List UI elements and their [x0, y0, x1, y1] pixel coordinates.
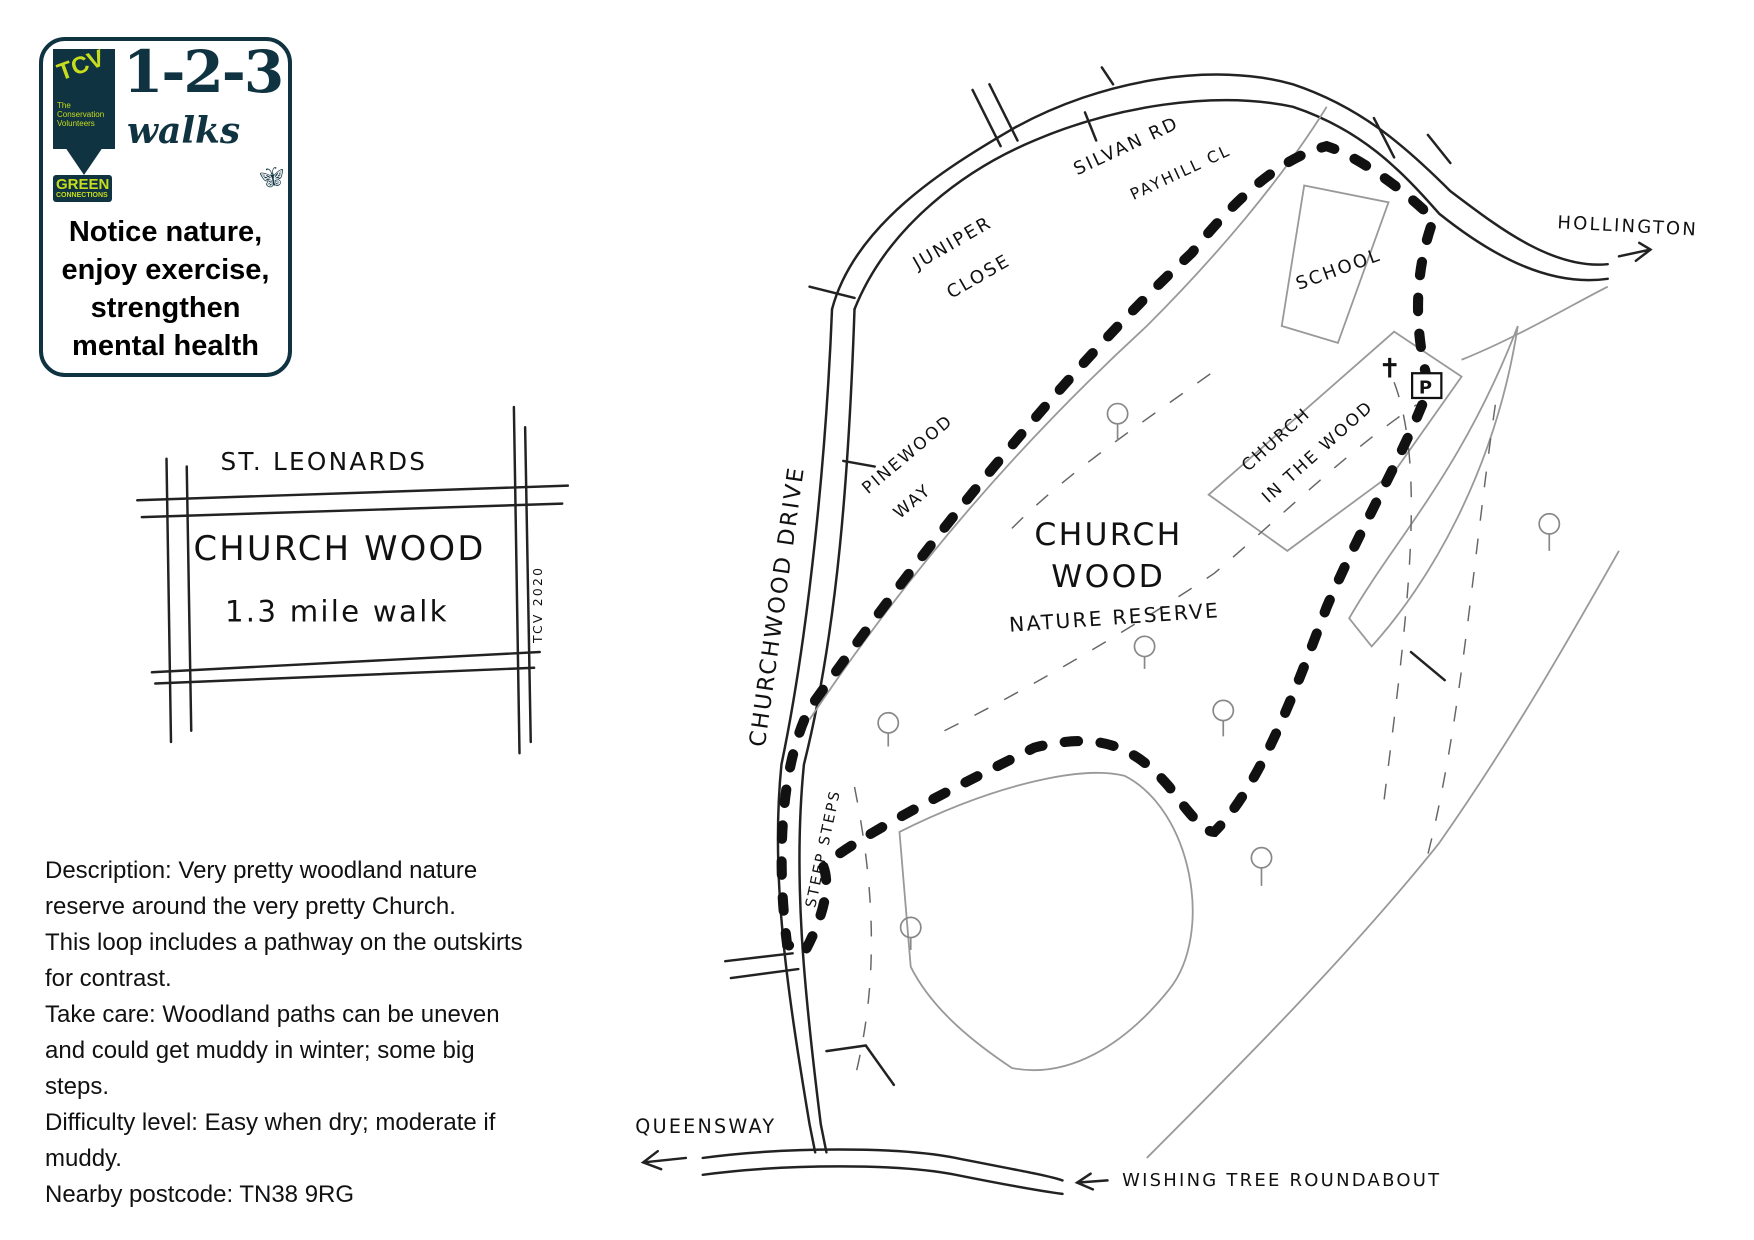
label-church-wood: WOOD: [1051, 559, 1165, 595]
walk-description: Description: Very pretty woodland nature…: [45, 853, 605, 1213]
tcv-brand-full: The Conservation Volunteers: [57, 101, 105, 128]
label-steep-steps: STEEP STEPS: [802, 788, 844, 909]
logo-numbers: 1-2-3: [123, 38, 284, 106]
description-line: This loop includes a pathway on the outs…: [45, 929, 523, 956]
label-juniper-close: CLOSE: [943, 250, 1014, 303]
description-line: for contrast.: [45, 965, 172, 992]
description-line: muddy.: [45, 1145, 122, 1172]
tcv-badge: TCV The Conservation Volunteers: [53, 45, 115, 149]
inset-distance-label: 1.3 mile walk: [225, 595, 449, 629]
description-line: reserve around the very pretty Church.: [45, 893, 456, 920]
label-school: SCHOOL: [1293, 244, 1384, 294]
inset-name-label: CHURCH WOOD: [193, 529, 485, 568]
parking-marker: [1410, 372, 1443, 400]
tagline-line: Notice nature,: [68, 216, 263, 248]
pin-icon: [65, 147, 103, 175]
label-church-wood: CHURCH: [1034, 517, 1182, 553]
description-line: Difficulty level: Easy when dry; moderat…: [45, 1109, 496, 1136]
tree-icon: [1212, 699, 1235, 722]
label-queensway: QUEENSWAY: [635, 1115, 776, 1138]
label-wishing-tree-roundabout: WISHING TREE ROUNDABOUT: [1122, 1170, 1441, 1191]
tree-icon: [1106, 402, 1129, 425]
inset-locator: ST. LEONARDS CHURCH WOOD 1.3 mile walk T…: [136, 405, 570, 755]
postcode: Nearby postcode: TN38 9RG: [45, 1181, 355, 1208]
label-churchwood-drive: CHURCHWOOD DRIVE: [745, 464, 810, 748]
tree-icon: [1250, 846, 1273, 869]
inset-credit: TCV 2020: [531, 566, 545, 644]
tagline-line: strengthen: [90, 292, 241, 324]
programme-name: GREEN: [56, 176, 110, 193]
tree-icon: [1133, 635, 1156, 658]
label-hollington: HOLLINGTON: [1557, 212, 1699, 240]
description-line: Take care: Woodland paths can be uneven: [45, 1001, 500, 1028]
label-pinewood-way: PINEWOOD: [858, 410, 957, 498]
church-cross-icon: ✝: [1378, 354, 1401, 384]
inset-area-label: ST. LEONARDS: [220, 447, 427, 476]
tree-icon: [877, 711, 900, 734]
tree-icons: [877, 402, 1561, 950]
parking-icon: P: [1419, 377, 1434, 398]
logo-walks: walks: [127, 110, 241, 152]
label-pinewood-way: WAY: [889, 479, 935, 522]
walk-route: [776, 140, 1440, 961]
tagline-line: mental health: [72, 330, 259, 362]
tree-icon: [899, 916, 922, 939]
label-nature-reserve: NATURE RESERVE: [1008, 598, 1220, 637]
butterfly-icon: 🦋︎: [259, 167, 285, 189]
roads: [640, 66, 1653, 1196]
tagline: Notice nature, enjoy exercise, strengthe…: [43, 213, 288, 365]
programme-sub: CONNECTIONS: [56, 192, 108, 199]
description-line: and could get muddy in winter; some big: [45, 1037, 475, 1064]
description-line: steps.: [45, 1073, 110, 1100]
tagline-line: enjoy exercise,: [61, 254, 270, 286]
tree-icon: [1538, 512, 1561, 535]
description-line: Description: Very pretty woodland nature: [45, 857, 478, 884]
